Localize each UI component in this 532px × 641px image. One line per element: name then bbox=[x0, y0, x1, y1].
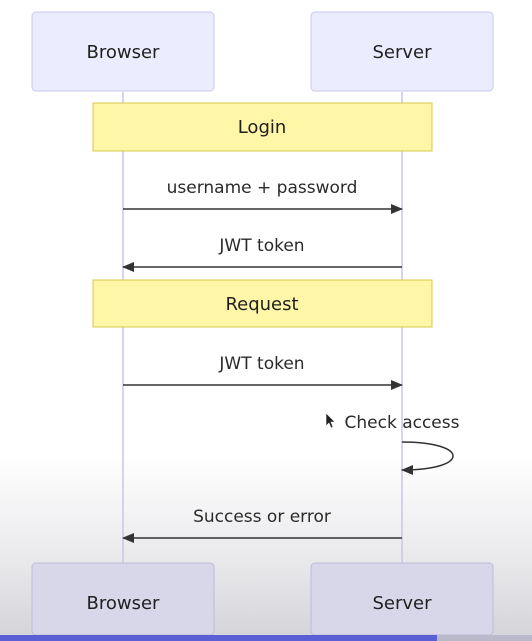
participant-server-top-label: Server bbox=[372, 42, 432, 63]
note-login-label: Login bbox=[238, 117, 287, 138]
mouse-cursor-icon bbox=[325, 412, 336, 429]
participant-server-bottom-label: Server bbox=[372, 593, 432, 614]
participant-browser-top-label: Browser bbox=[87, 42, 161, 63]
message-jwt-token-response-label: JWT token bbox=[218, 236, 304, 256]
message-check-access-loop bbox=[401, 441, 454, 475]
note-login: Login bbox=[92, 102, 433, 152]
message-check-access-label: Check access bbox=[345, 413, 460, 433]
participant-browser-top: Browser bbox=[31, 11, 215, 92]
participant-browser-bottom: Browser bbox=[31, 562, 215, 636]
message-jwt-token-request-label: JWT token bbox=[218, 354, 304, 374]
message-success-error-label: Success or error bbox=[193, 507, 331, 527]
participant-browser-bottom-label: Browser bbox=[87, 593, 161, 614]
participant-server-top: Server bbox=[310, 11, 494, 92]
note-request: Request bbox=[92, 279, 433, 328]
note-request-label: Request bbox=[225, 294, 298, 315]
participant-server-bottom: Server bbox=[310, 562, 494, 636]
video-progress-buffered bbox=[437, 635, 532, 641]
video-progress-played bbox=[0, 635, 437, 641]
message-username-password-label: username + password bbox=[167, 178, 358, 198]
video-progress-bar[interactable] bbox=[0, 635, 532, 641]
